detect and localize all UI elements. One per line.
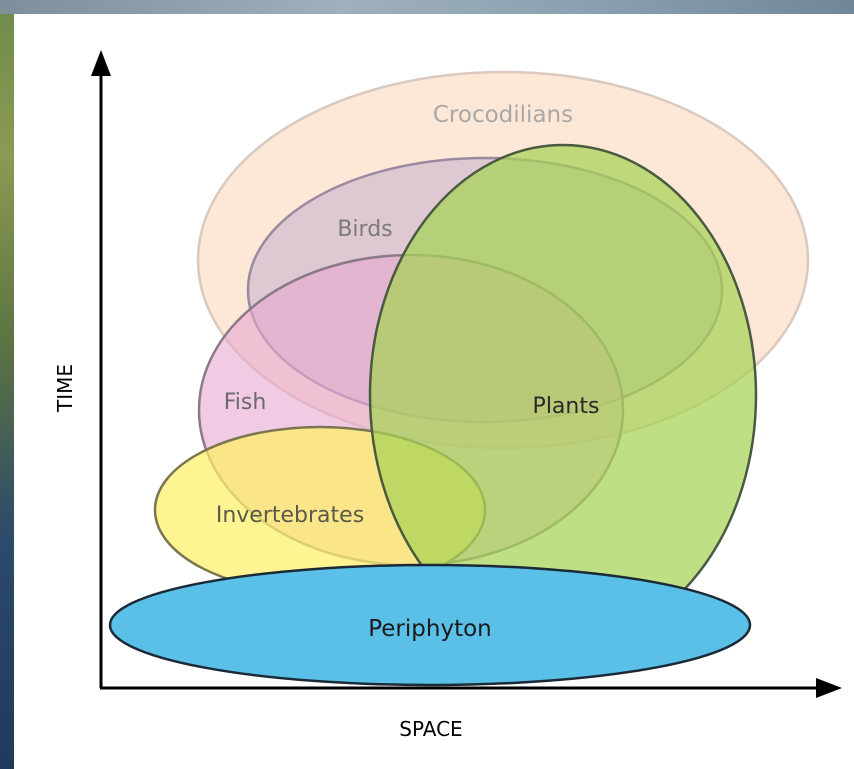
x-axis-label: SPACE xyxy=(399,717,462,741)
periphyton-ellipse xyxy=(108,563,752,687)
x-axis-arrowhead xyxy=(816,678,842,698)
plants-label: Plants xyxy=(533,394,600,419)
background-photo-strip-top xyxy=(0,0,854,14)
crocodilians-label: Crocodilians xyxy=(433,102,573,128)
birds-label: Birds xyxy=(337,217,392,242)
invertebrates-label: Invertebrates xyxy=(216,503,364,528)
background-photo-strip-left xyxy=(0,0,14,769)
periphyton-label: Periphyton xyxy=(368,616,492,642)
y-axis-label: TIME xyxy=(53,364,77,413)
y-axis-arrowhead xyxy=(91,50,111,76)
fish-label: Fish xyxy=(224,390,267,415)
